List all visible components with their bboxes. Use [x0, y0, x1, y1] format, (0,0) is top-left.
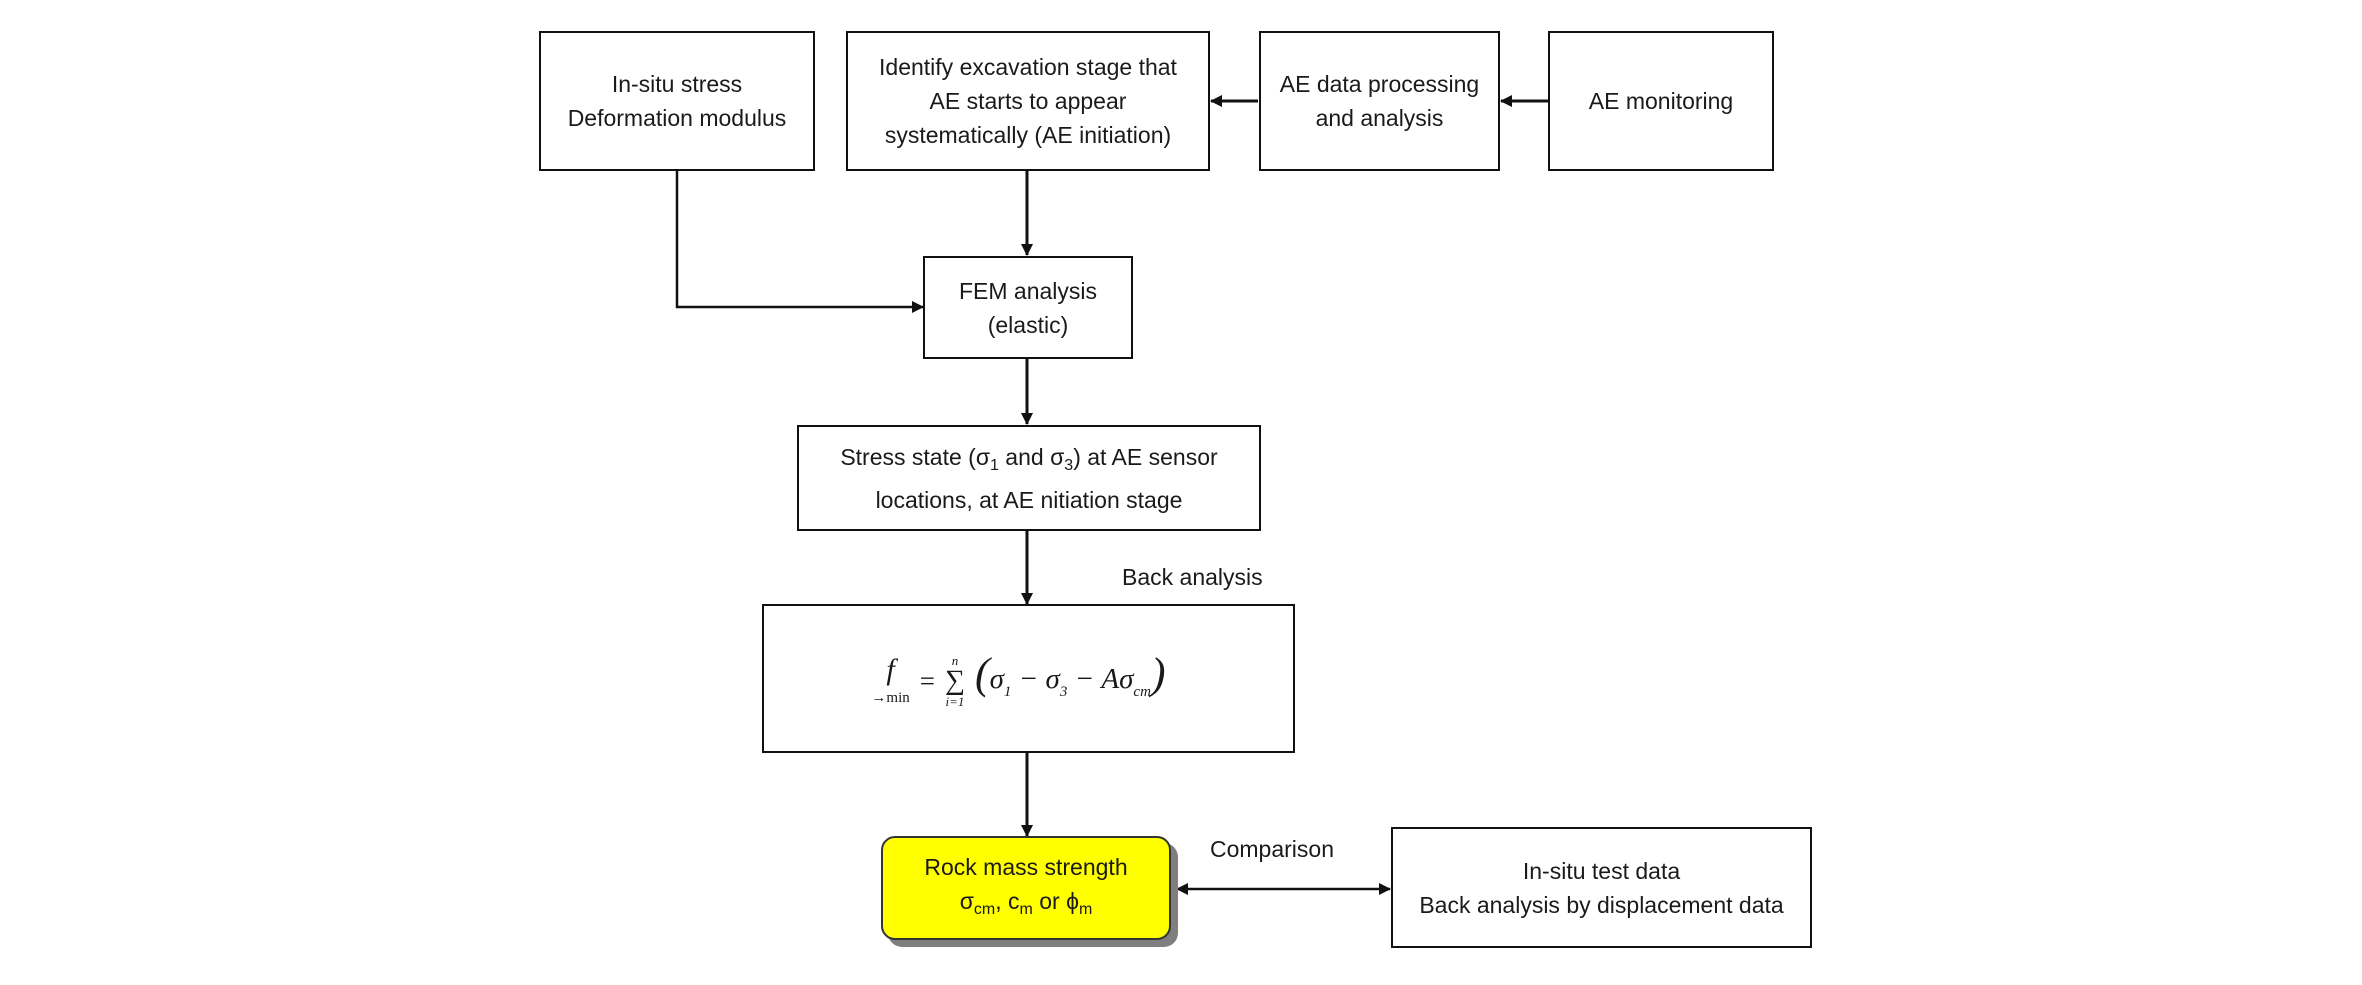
formula-sum: n ∑ i=1 — [944, 652, 965, 709]
insitu-line2: Deformation modulus — [567, 105, 787, 131]
identify-line2: AE starts to appear — [929, 88, 1127, 114]
insitu-test-line1: In-situ test data — [1522, 857, 1681, 884]
objective-formula: f →min = n ∑ i=1 (σ1 − σ3 − Aσcm) — [871, 652, 1165, 709]
rock-mass-line1: Rock mass strength — [924, 853, 1128, 880]
formula-body: (σ1 − σ3 − Aσcm) — [974, 649, 1166, 701]
stress-line1: Stress state (σ1 and σ3) at AE sensor — [840, 440, 1217, 483]
identify-stage-box: Identify excavation stage that AE starts… — [846, 31, 1210, 171]
identify-line3: systematically (AE initiation) — [884, 122, 1172, 148]
comparison-label: Comparison — [1210, 836, 1334, 862]
ae-monitoring-line1: AE monitoring — [1588, 88, 1734, 114]
insitu-stress-box: In-situ stress Deformation modulus — [539, 31, 815, 171]
formula-box: f →min = n ∑ i=1 (σ1 − σ3 − Aσcm) — [762, 604, 1295, 753]
stress-line1-b: and σ — [998, 443, 1065, 470]
formula-equals: = — [919, 665, 935, 696]
stress-line1-sub1: 1 — [990, 456, 999, 474]
ae-processing-box: AE data processing and analysis — [1259, 31, 1500, 171]
stress-line2: locations, at AE nitiation stage — [875, 486, 1183, 513]
ae-monitoring-box: AE monitoring — [1548, 31, 1774, 171]
fem-analysis-box: FEM analysis (elastic) — [923, 256, 1133, 359]
ae-processing-line2: and analysis — [1315, 105, 1444, 131]
stress-line1-a: Stress state (σ — [840, 443, 991, 470]
arrow-insitu-to-fem — [675, 169, 924, 313]
insitu-test-box: In-situ test data Back analysis by displ… — [1391, 827, 1812, 948]
insitu-test-line2: Back analysis by displacement data — [1419, 891, 1784, 918]
rock-mass-strength-box: Rock mass strength σcm, cm or ϕm — [881, 836, 1171, 940]
formula-f: f →min — [871, 653, 910, 706]
back-analysis-label: Back analysis — [1122, 564, 1263, 590]
ae-processing-line1: AE data processing — [1279, 71, 1480, 97]
stress-line1-c: ) at AE sensor — [1073, 443, 1218, 470]
insitu-line1: In-situ stress — [611, 71, 743, 97]
stress-line1-sub3: 3 — [1064, 456, 1074, 474]
fem-line2: (elastic) — [987, 311, 1069, 338]
stress-state-box: Stress state (σ1 and σ3) at AE sensor lo… — [797, 425, 1261, 531]
identify-line1: Identify excavation stage that — [879, 54, 1177, 80]
rock-mass-line2: σcm, cm or ϕm — [959, 887, 1093, 918]
fem-line1: FEM analysis — [958, 277, 1098, 304]
